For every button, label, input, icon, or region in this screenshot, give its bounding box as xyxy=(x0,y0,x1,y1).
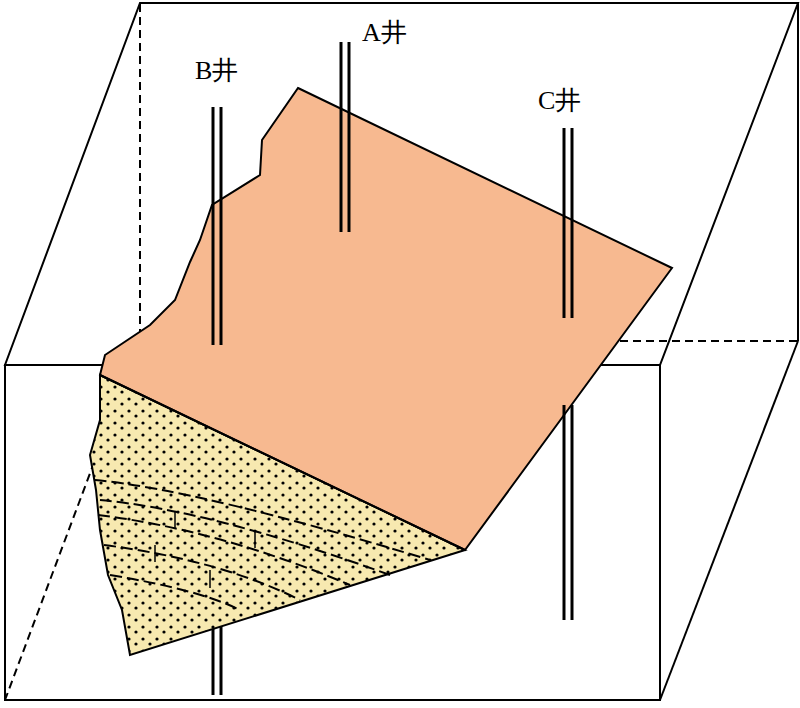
well-label: A井 xyxy=(362,20,407,46)
hidden-edge xyxy=(5,4,798,700)
well-label: C井 xyxy=(538,88,581,114)
wells xyxy=(213,42,572,620)
well-label: B井 xyxy=(195,58,238,84)
fault-plane xyxy=(100,88,672,550)
box-outline xyxy=(5,3,798,700)
fault-trace xyxy=(100,375,465,550)
layer-ticks xyxy=(155,512,255,588)
well-b-lower xyxy=(213,620,221,695)
